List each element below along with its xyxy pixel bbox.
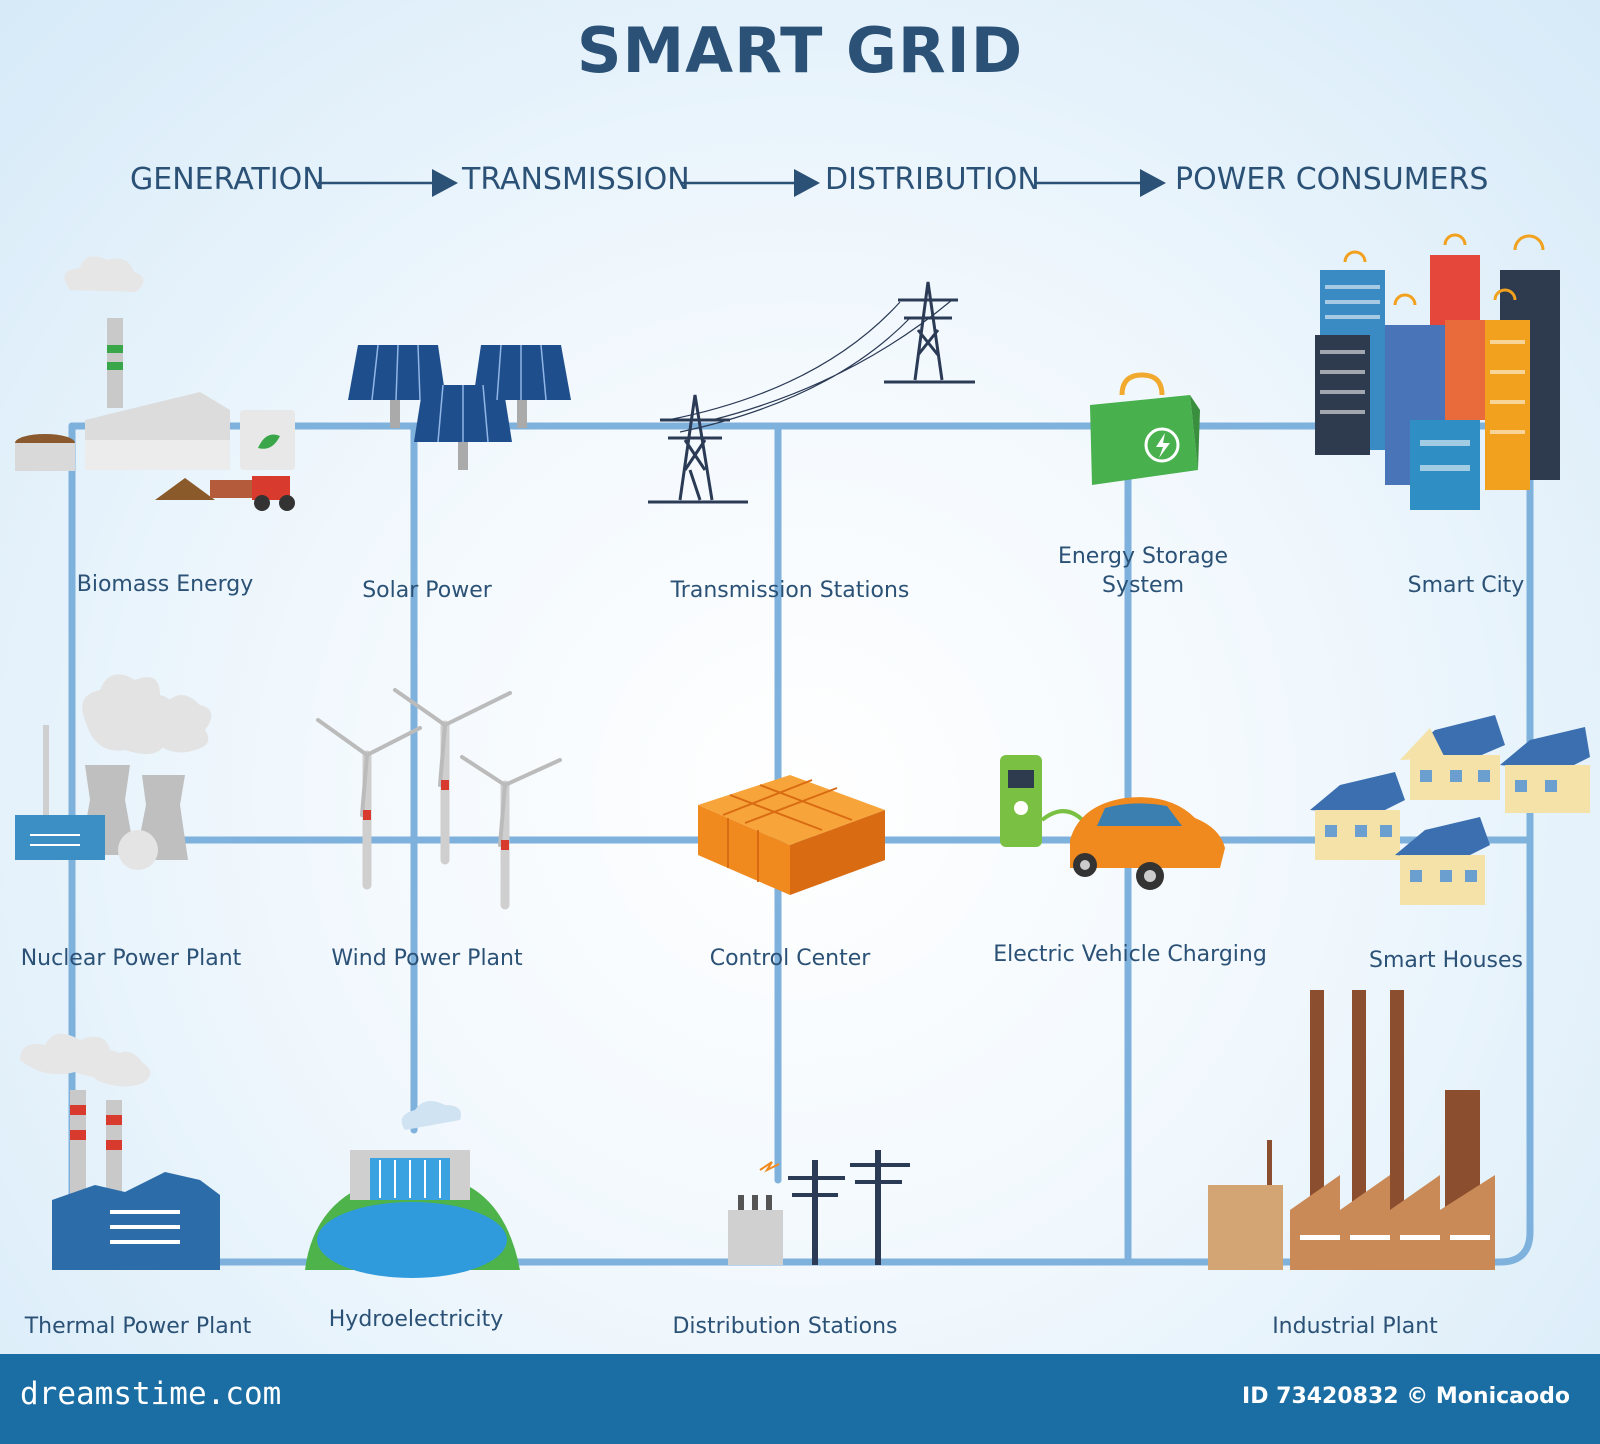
ev-charging-icon (1000, 755, 1225, 890)
label-smart-city: Smart City (1407, 573, 1525, 598)
industrial-plant-icon (1208, 990, 1495, 1270)
stage-power-consumers: POWER CONSUMERS (1175, 162, 1489, 197)
label-control-center: Control Center (709, 946, 871, 971)
stage-transmission: TRANSMISSION (462, 162, 690, 197)
control-center-icon (698, 775, 885, 895)
solar-power-icon (348, 344, 571, 470)
label-hydroelectricity: Hydroelectricity (328, 1307, 504, 1332)
stage-generation: GENERATION (130, 162, 325, 197)
label-smart-houses: Smart Houses (1369, 948, 1523, 973)
stage-distribution: DISTRIBUTION (825, 162, 1040, 197)
label-transmission-stations: Transmission Stations (670, 578, 910, 603)
energy-storage-icon (1090, 372, 1200, 485)
label-wind-power-plant: Wind Power Plant (331, 946, 523, 971)
nuclear-plant-icon (15, 674, 212, 870)
transmission-tower-icon (648, 281, 975, 504)
flow-arrows (318, 169, 1166, 197)
label-energy-storage-system: Energy Storage System (1057, 544, 1229, 598)
label-solar-power: Solar Power (362, 578, 492, 603)
biomass-plant-icon (15, 256, 295, 511)
label-industrial-plant: Industrial Plant (1272, 1314, 1438, 1339)
diagram-title: SMART GRID (576, 14, 1024, 87)
thermal-plant-icon (20, 1033, 220, 1270)
smart-city-icon (1315, 233, 1560, 510)
distribution-station-icon (728, 1150, 910, 1265)
label-electric-vehicle-charging: Electric Vehicle Charging (993, 942, 1267, 967)
image-credit: ID 73420832 © Monicaodo (1242, 1384, 1570, 1409)
brand-logo: dreamstime.com (20, 1376, 282, 1412)
label-distribution-stations: Distribution Stations (672, 1314, 898, 1339)
wind-turbine-icon (316, 688, 562, 910)
hydroelectricity-icon (305, 1101, 520, 1278)
smart-houses-icon (1310, 715, 1590, 905)
label-nuclear-power-plant: Nuclear Power Plant (20, 946, 242, 971)
label-biomass-energy: Biomass Energy (76, 572, 254, 597)
label-thermal-power-plant: Thermal Power Plant (24, 1314, 252, 1339)
footer-bar: dreamstime.com ID 73420832 © Monicaodo (0, 1354, 1600, 1444)
